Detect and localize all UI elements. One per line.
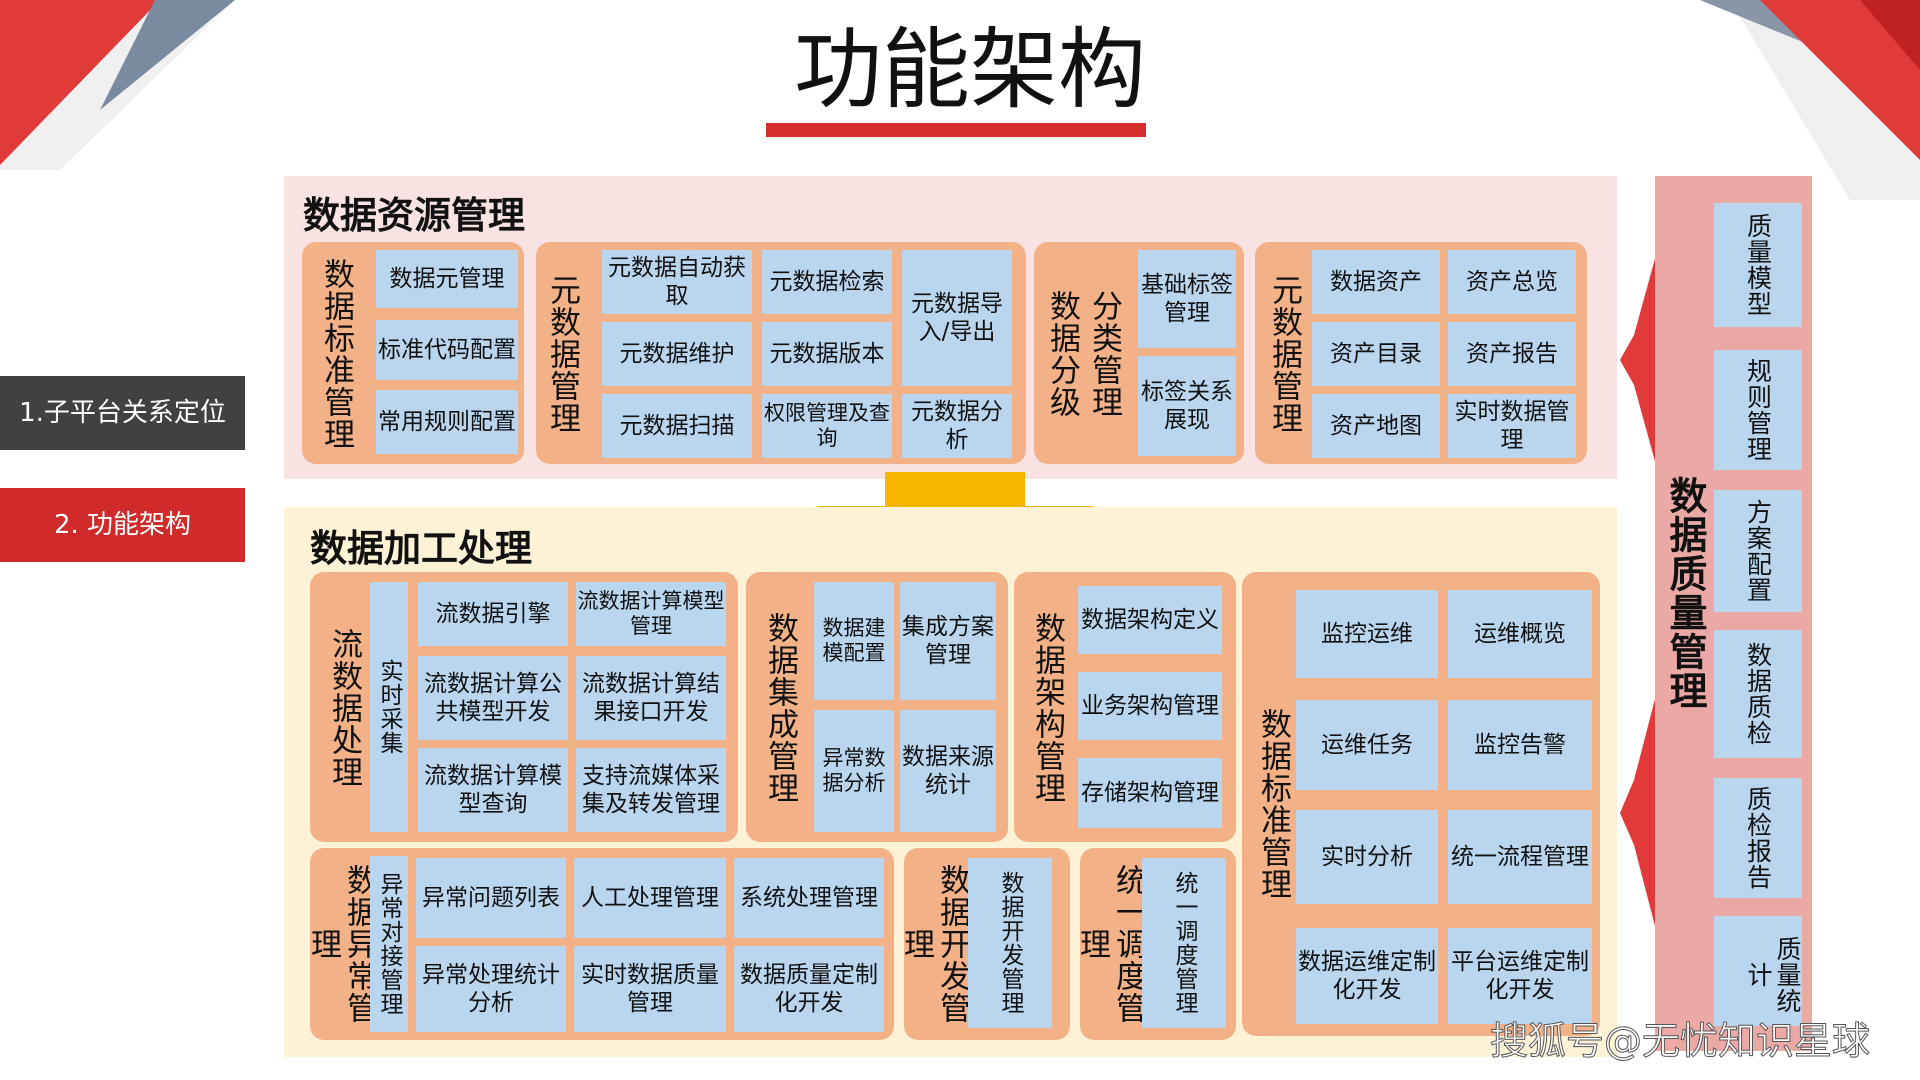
cell-metadata-auto-fetch[interactable]: 元数据自动获取 [602,250,752,314]
cell-stream-engine[interactable]: 流数据引擎 [418,582,568,646]
left-arrow-icon-bottom [1620,695,1656,930]
cell-asset-map[interactable]: 资产地图 [1312,394,1440,458]
dq-item-quality-stats[interactable]: 质量统计 [1714,916,1802,1026]
cell-asset-report[interactable]: 资产报告 [1448,322,1576,386]
cell-asset-catalog[interactable]: 资产目录 [1312,322,1440,386]
cell-unified-schedule-mgmt[interactable]: 统一调度管理 [1142,858,1226,1028]
cell-monitor-ops[interactable]: 监控运维 [1296,590,1438,678]
data-quality-title: 数据质量管理 [1663,476,1707,710]
cell-business-arch-mgmt[interactable]: 业务架构管理 [1078,672,1222,740]
dq-item-inspect-report[interactable]: 质检报告 [1714,778,1802,898]
cell-metadata-scan[interactable]: 元数据扫描 [602,394,752,458]
cell-stream-model-query[interactable]: 流数据计算模型查询 [418,748,568,832]
group-label-unified-schedule: 统一调度管理 [1074,864,1146,1024]
cell-stream-model-mgmt[interactable]: 流数据计算模型管理 [576,582,726,646]
corner-decoration-right [1700,0,1920,200]
cell-metadata-version[interactable]: 元数据版本 [762,322,892,386]
cell-metadata-import-export[interactable]: 元数据导入/导出 [902,250,1012,386]
cell-data-dev-mgmt[interactable]: 数据开发管理 [968,858,1052,1028]
left-arrow-icon-top [1620,255,1656,465]
cell-abnormal-stats-analysis[interactable]: 异常处理统计分析 [416,946,566,1032]
cell-abnormal-data-analysis[interactable]: 异常数据分析 [814,710,894,832]
cell-stream-result-api[interactable]: 流数据计算结果接口开发 [576,656,726,740]
section-title-data-processing: 数据加工处理 [310,527,532,570]
cell-data-asset[interactable]: 数据资产 [1312,250,1440,314]
section-title-data-resource: 数据资源管理 [303,194,525,237]
cell-stream-media-collect[interactable]: 支持流媒体采集及转发管理 [576,748,726,832]
group-label-classification-2: 分类管理 [1086,290,1122,418]
cell-quality-custom-dev[interactable]: 数据质量定制化开发 [734,946,884,1032]
group-label-data-standard-ops: 数据标准管理 [1255,708,1291,900]
watermark-text: 搜狐号@无忧知识星球 [1490,1019,1871,1064]
nav-item-positioning[interactable]: 1.子平台关系定位 [0,376,245,450]
cell-realtime-data-mgmt[interactable]: 实时数据管理 [1448,394,1576,458]
dq-item-plan-config[interactable]: 方案配置 [1714,490,1802,612]
cell-common-rule-config[interactable]: 常用规则配置 [376,390,518,454]
cell-realtime-quality-mgmt[interactable]: 实时数据质量管理 [574,946,726,1032]
cell-data-element-mgmt[interactable]: 数据元管理 [376,250,518,308]
cell-storage-arch-mgmt[interactable]: 存储架构管理 [1078,758,1222,828]
cell-system-handle-mgmt[interactable]: 系统处理管理 [734,858,884,938]
dq-item-quality-model[interactable]: 质量模型 [1714,203,1802,327]
group-label-classification-1: 数据分级 [1044,290,1080,418]
group-label-data-integration: 数据集成管理 [762,612,798,804]
dq-item-data-inspect[interactable]: 数据质检 [1714,630,1802,758]
cell-realtime-analysis[interactable]: 实时分析 [1296,810,1438,904]
group-label-asset-metadata: 元数据管理 [1266,274,1302,434]
cell-data-source-stats[interactable]: 数据来源统计 [900,710,996,832]
group-label-stream-processing: 流数据处理 [326,628,362,788]
corner-decoration-left [0,0,235,170]
dq-item-rule-mgmt[interactable]: 规则管理 [1714,350,1802,470]
cell-integration-plan-mgmt[interactable]: 集成方案管理 [900,582,996,700]
cell-standard-code-config[interactable]: 标准代码配置 [376,320,518,380]
title-underline [766,123,1146,137]
group-label-metadata: 元数据管理 [544,274,580,434]
cell-unified-flow-mgmt[interactable]: 统一流程管理 [1448,810,1592,904]
cell-data-arch-define[interactable]: 数据架构定义 [1078,586,1222,654]
cell-monitor-alert[interactable]: 监控告警 [1448,700,1592,790]
cell-metadata-search[interactable]: 元数据检索 [762,250,892,314]
cell-stream-public-model[interactable]: 流数据计算公共模型开发 [418,656,568,740]
group-label-data-architecture: 数据架构管理 [1029,612,1065,804]
cell-realtime-collect[interactable]: 实时采集 [370,582,408,832]
cell-ops-task[interactable]: 运维任务 [1296,700,1438,790]
nav-item-architecture[interactable]: 2. 功能架构 [0,488,245,562]
group-label-data-abnormal: 数据异常管理 [305,864,377,1024]
cell-metadata-analysis[interactable]: 元数据分析 [902,394,1012,458]
cell-basic-tag-mgmt[interactable]: 基础标签管理 [1138,250,1236,348]
group-label-data-dev: 数据开发管理 [898,864,970,1024]
cell-asset-overview[interactable]: 资产总览 [1448,250,1576,314]
cell-permission-query[interactable]: 权限管理及查询 [762,394,892,458]
page-title: 功能架构 [793,18,1146,121]
group-label-data-standard: 数据标准管理 [318,258,354,450]
cell-tag-relation-display[interactable]: 标签关系展现 [1138,356,1236,456]
cell-abnormal-connect-mgmt[interactable]: 异常对接管理 [370,856,408,1032]
cell-abnormal-issue-list[interactable]: 异常问题列表 [416,858,566,938]
cell-metadata-maintain[interactable]: 元数据维护 [602,322,752,386]
cell-data-ops-custom-dev[interactable]: 数据运维定制化开发 [1296,928,1438,1024]
cell-platform-ops-custom-dev[interactable]: 平台运维定制化开发 [1448,928,1592,1024]
cell-manual-handle-mgmt[interactable]: 人工处理管理 [574,858,726,938]
cell-ops-overview[interactable]: 运维概览 [1448,590,1592,678]
cell-data-modeling-config[interactable]: 数据建模配置 [814,582,894,700]
